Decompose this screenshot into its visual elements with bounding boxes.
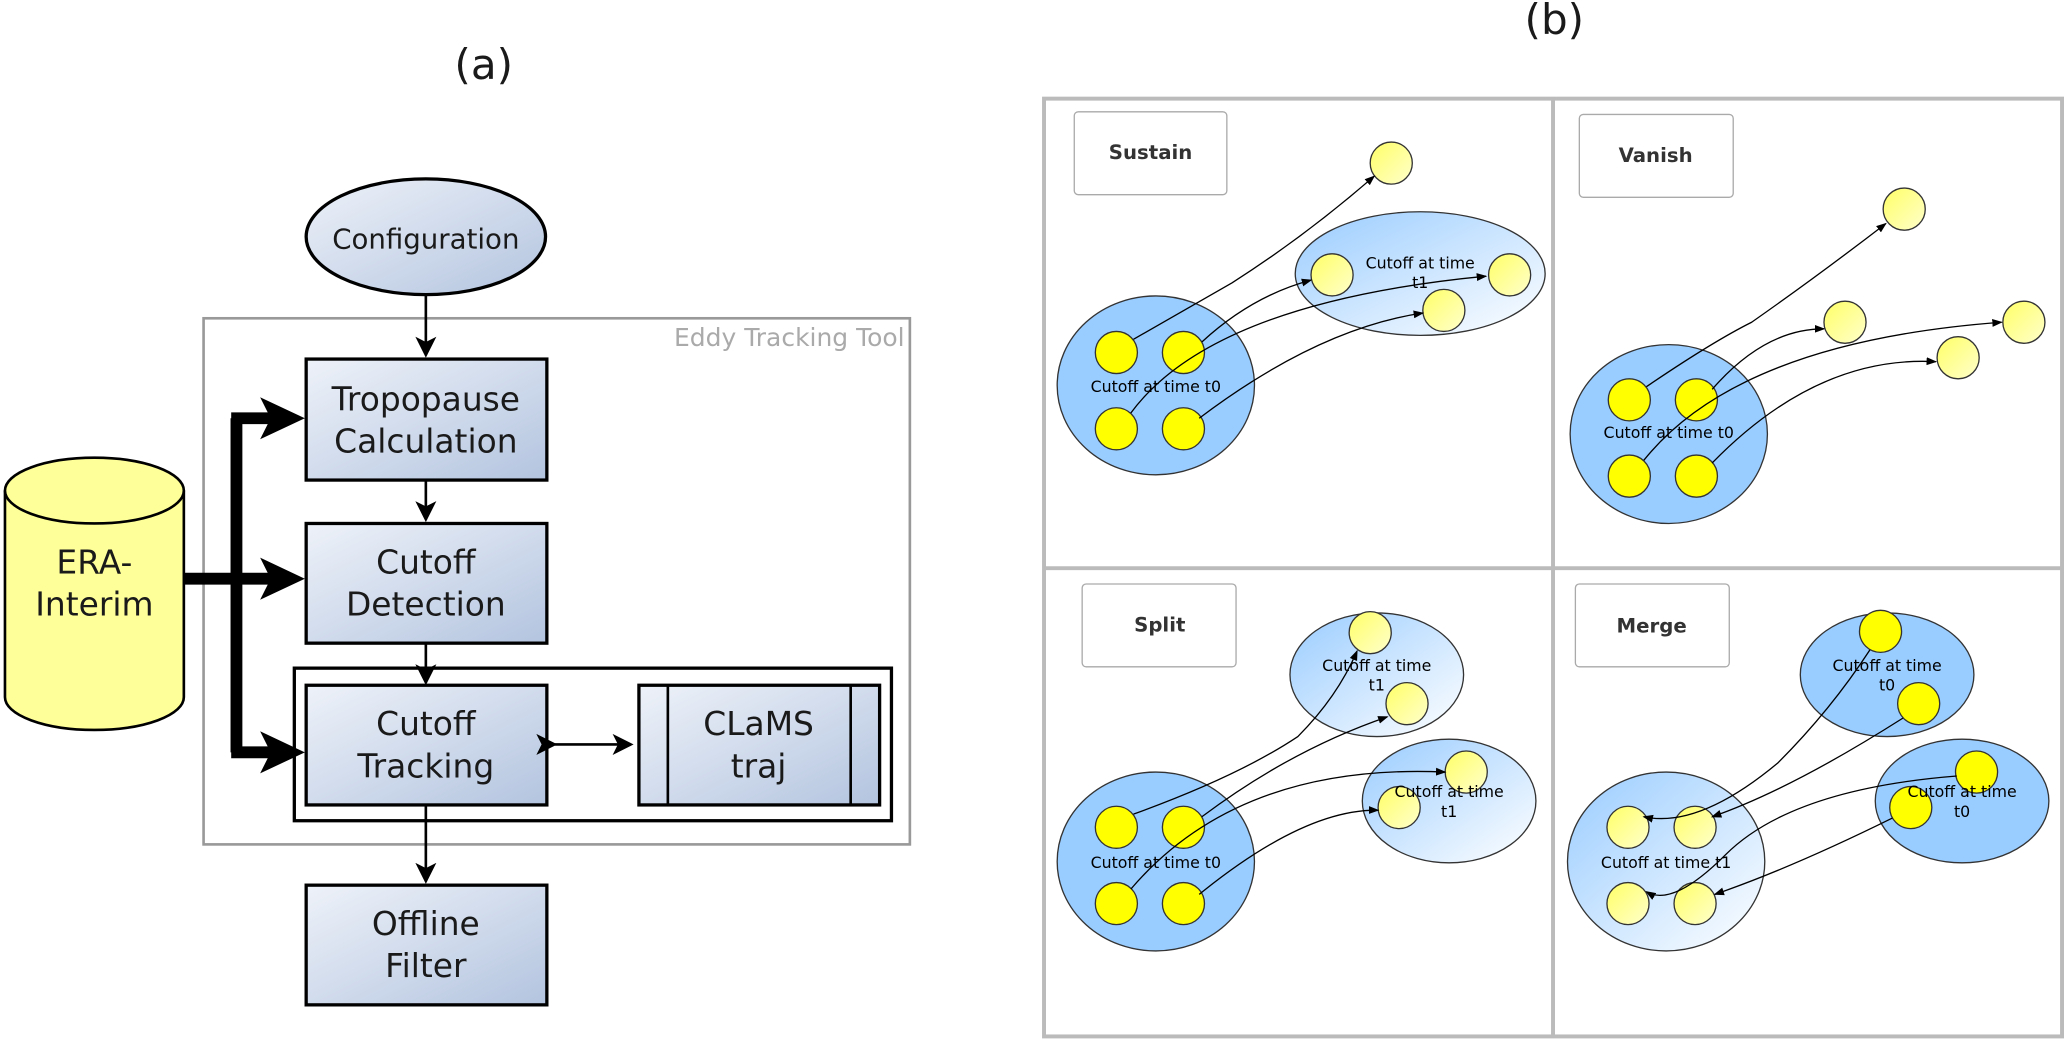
panel-b: (b) Sustain Cutoff at time t0 Cutoff at … xyxy=(1042,0,2065,1039)
tropopause-calculation-box xyxy=(304,357,549,482)
configuration-node xyxy=(304,177,548,297)
sustain-title: Sustain xyxy=(1109,141,1193,164)
container-label: Eddy Tracking Tool xyxy=(674,323,905,352)
merge-t1-label: Cutoff at time t1 xyxy=(1601,853,1731,872)
vanish-t0-label: Cutoff at time t0 xyxy=(1604,423,1734,442)
sustain-title-box xyxy=(1073,111,1228,196)
split-t1b-label-1: Cutoff at time xyxy=(1395,782,1504,801)
split-t0-label: Cutoff at time t0 xyxy=(1091,853,1221,872)
era-interim-database: ERA- Interim xyxy=(3,456,186,732)
panel-b-label: (b) xyxy=(1525,0,1585,44)
merge-panel: Merge Cutoff at time t1 Cutoff at time t… xyxy=(1566,583,2050,952)
merge-title-box xyxy=(1574,583,1730,668)
era-label-2: Interim xyxy=(35,585,153,624)
detection-label-1: Cutoff xyxy=(376,542,477,581)
cutoff-tracking-box xyxy=(304,683,549,807)
split-t1a-label-2: t1 xyxy=(1369,676,1385,695)
merge-t0a-label-2: t0 xyxy=(1879,676,1895,695)
sustain-t0-label: Cutoff at time t0 xyxy=(1091,377,1221,396)
merge-t0a-label-1: Cutoff at time xyxy=(1833,656,1942,675)
panel-a-label: (a) xyxy=(454,40,513,89)
tropopause-label-2: Calculation xyxy=(334,421,517,460)
split-t1b-label-2: t1 xyxy=(1441,802,1457,821)
cutoff-detection-box xyxy=(304,521,549,645)
split-title: Split xyxy=(1134,613,1185,636)
merge-t0b-label-1: Cutoff at time xyxy=(1907,782,2016,801)
tracking-label-2: Tracking xyxy=(356,746,494,785)
merge-t0b-label-2: t0 xyxy=(1954,802,1970,821)
vanish-panel: Vanish Cutoff at time t0 xyxy=(1569,113,2046,525)
offline-label-1: Offline xyxy=(372,904,480,943)
configuration-label: Configuration xyxy=(332,223,519,256)
vanish-title-box xyxy=(1578,113,1734,198)
panel-a: (a) Eddy Tracking Tool Configuration ERA… xyxy=(3,40,912,1007)
offline-filter-box xyxy=(304,883,549,1007)
merge-title: Merge xyxy=(1617,615,1687,638)
tropopause-label-1: Tropopause xyxy=(331,379,520,418)
clams-label-1: CLaMS xyxy=(703,704,814,743)
sustain-t1-label-2: t1 xyxy=(1412,273,1428,292)
sustain-panel: Sustain Cutoff at time t0 Cutoff at time… xyxy=(1056,111,1546,476)
clams-traj-box xyxy=(637,683,882,807)
offline-label-2: Filter xyxy=(385,946,467,985)
sustain-t1-label-1: Cutoff at time xyxy=(1366,253,1475,272)
tracking-label-1: Cutoff xyxy=(376,704,477,743)
flow-arrows xyxy=(183,295,634,884)
vanish-title: Vanish xyxy=(1619,144,1693,167)
detection-label-2: Detection xyxy=(346,585,506,624)
clams-label-2: traj xyxy=(731,746,787,785)
split-panel: Split Cutoff at time t0 Cutoff at time t… xyxy=(1056,583,1537,952)
split-t1a-label-1: Cutoff at time xyxy=(1322,656,1431,675)
split-title-box xyxy=(1081,583,1237,668)
era-label-1: ERA- xyxy=(56,542,132,581)
